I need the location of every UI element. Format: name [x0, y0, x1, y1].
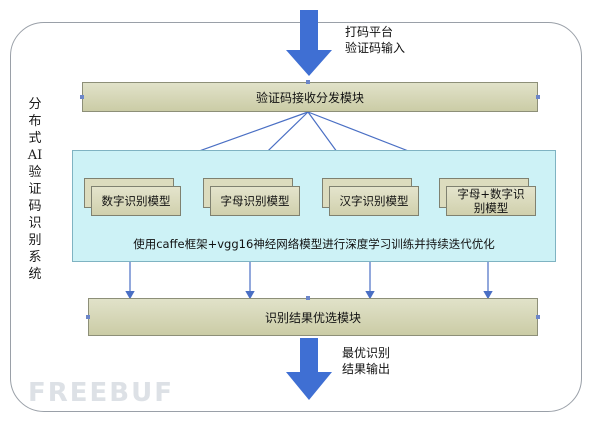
handle — [536, 95, 540, 99]
watermark-logo: FREEBUF — [28, 378, 174, 408]
handle — [80, 95, 84, 99]
training-caption: 使用caffe框架+vgg16神经网络模型进行深度学习训练并持续迭代优化 — [133, 237, 495, 251]
model-card-alnum: 字母+数字识别模型 — [446, 186, 536, 216]
dispatch-module-label: 验证码接收分发模块 — [255, 90, 364, 105]
handle — [306, 80, 310, 84]
input-note-line-2: 验证码输入 — [345, 41, 406, 55]
output-note-line-2: 结果输出 — [342, 362, 391, 376]
input-note-line-1: 打码平台 — [345, 25, 394, 39]
handle — [536, 315, 540, 319]
model-card-letters: 字母识别模型 — [210, 186, 300, 216]
dispatch-module: 验证码接收分发模块 — [82, 82, 538, 112]
output-arrow — [286, 338, 332, 400]
model-card-digits: 数字识别模型 — [91, 186, 181, 216]
output-note-line-1: 最优识别 — [342, 346, 391, 360]
handle — [86, 315, 90, 319]
system-boundary — [10, 22, 582, 412]
system-title: 分布式AI验证码识别系统 — [27, 97, 43, 282]
select-module-label: 识别结果优选模块 — [264, 310, 361, 325]
model-label-digits: 数字识别模型 — [101, 194, 171, 208]
input-arrow — [286, 10, 332, 76]
output-note: 最优识别 结果输出 — [342, 345, 390, 377]
model-label-alnum: 字母+数字识别模型 — [457, 187, 525, 215]
handle — [306, 296, 310, 300]
select-module: 识别结果优选模块 — [88, 298, 538, 336]
model-card-hanzi: 汉字识别模型 — [329, 186, 419, 216]
model-label-letters: 字母识别模型 — [220, 194, 290, 208]
model-label-hanzi: 汉字识别模型 — [339, 194, 409, 208]
input-note: 打码平台 验证码输入 — [345, 24, 405, 56]
